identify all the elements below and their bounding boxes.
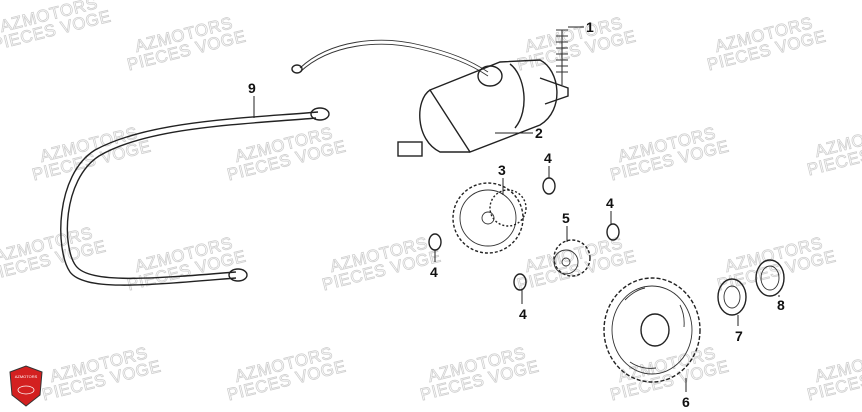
gear-part-5 [553, 239, 591, 277]
washer-part-7 [717, 278, 747, 316]
battery-cable-part-9 [60, 107, 330, 286]
callout-7: 7 [735, 328, 743, 344]
leader-lines [253, 26, 780, 392]
callout-4: 4 [544, 150, 552, 166]
bearing-part-8 [755, 259, 785, 297]
logo-text: AZMOTORS [15, 374, 38, 379]
callout-6: 6 [682, 394, 690, 410]
callout-1: 1 [586, 19, 594, 35]
starter-clutch-gear-part-6 [603, 277, 701, 383]
callout-4: 4 [430, 264, 438, 280]
callout-4: 4 [519, 306, 527, 322]
callout-3: 3 [498, 162, 506, 178]
idle-gear-part-3 [452, 182, 527, 254]
callout-2: 2 [535, 125, 543, 141]
callout-labels: 9 1 2 3 4 4 5 4 4 6 7 8 [248, 19, 785, 410]
callout-4: 4 [606, 195, 614, 211]
azmotors-logo: AZMOTORS [9, 365, 43, 407]
callout-8: 8 [777, 297, 785, 313]
callout-5: 5 [562, 210, 570, 226]
washers-part-4 [428, 177, 620, 291]
callout-9: 9 [248, 80, 256, 96]
starter-motor-part-2 [291, 29, 569, 157]
